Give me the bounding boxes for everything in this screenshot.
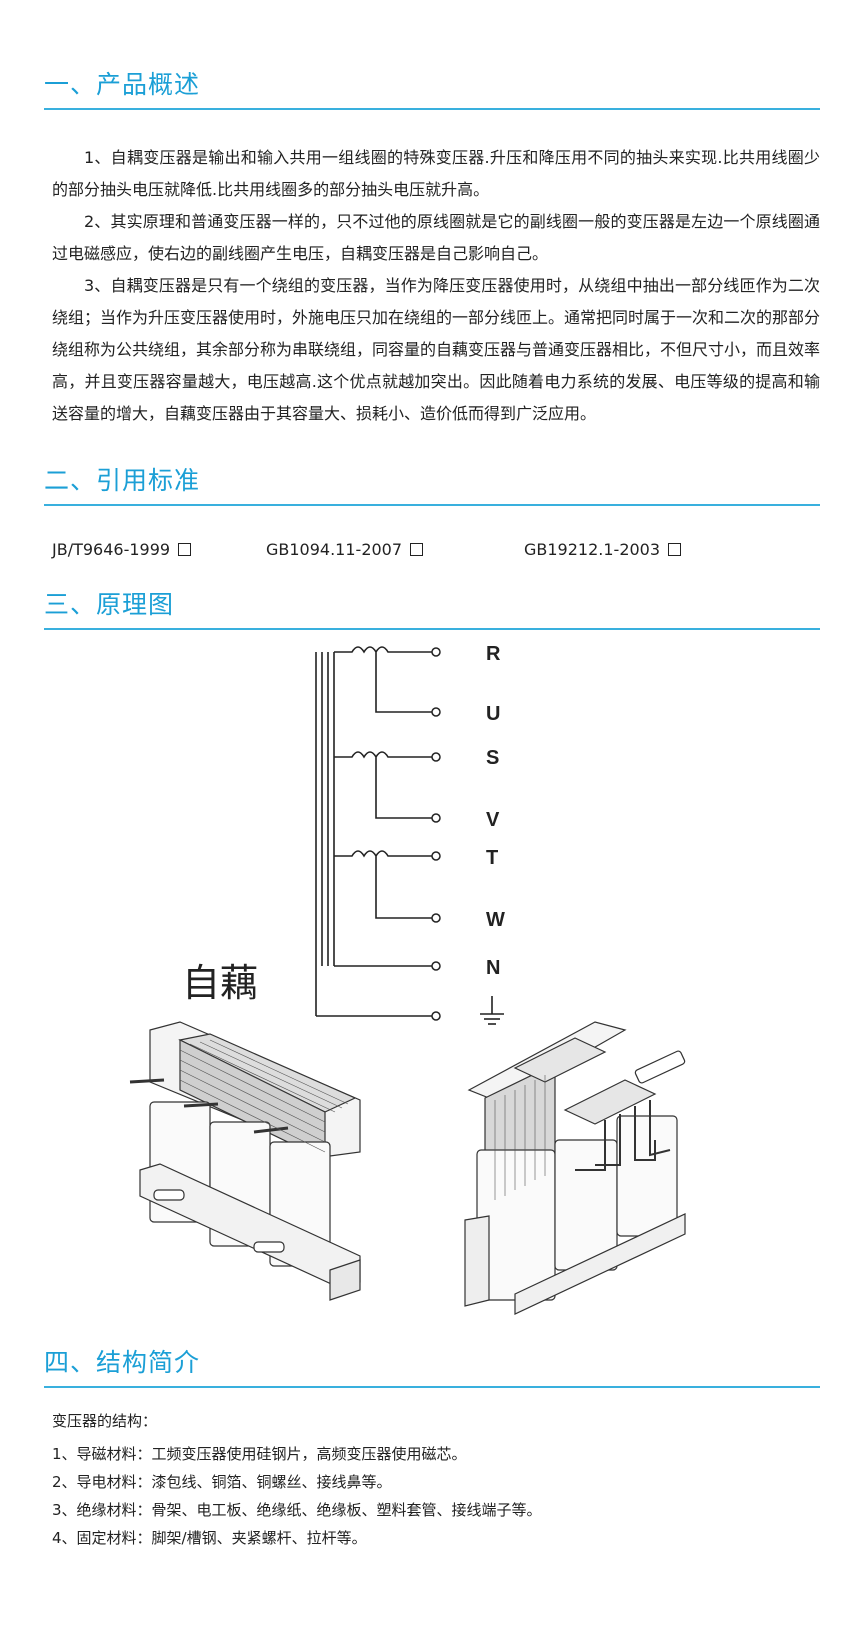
terminal-dot [431,851,441,861]
standard-item: GB19212.1-2003 [524,540,682,559]
standard-item: JB/T9646-1999 [52,540,192,559]
ground-icon [480,996,504,1025]
section-title-structure: 四、结构简介 [44,1348,820,1388]
winding-t-w [333,850,432,966]
transformer-illustration-right [464,1021,686,1315]
section-title-standards: 二、引用标准 [44,466,820,506]
standard-code: GB1094.11-2007 [266,540,403,559]
section-title-principle: 三、原理图 [44,590,820,630]
list-item: 2、导电材料：漆包线、铜箔、铜螺丝、接线鼻等。 [52,1473,392,1491]
terminal-dot [431,961,441,971]
winding-s-v [333,751,432,856]
terminal-label: V [486,809,500,831]
overview-paragraph-1: 1、自耦变压器是输出和输入共用一组线圈的特殊变压器.升压和降压用不同的抽头来实现… [52,148,820,199]
checkbox-icon [178,543,192,556]
terminal-dot [431,752,441,762]
standard-code: GB19212.1-2003 [524,540,661,559]
list-item: 1、导磁材料：工频变压器使用硅钢片，高频变压器使用磁芯。 [52,1445,467,1463]
terminal-dot [431,647,441,657]
overview-paragraph-2: 2、其实原理和普通变压器一样的，只不过他的原线圈就是它的副线圈一般的变压器是左边… [52,212,820,263]
schematic-diagram: R U S V T W N [315,643,505,1025]
terminal-label: N [486,957,500,979]
terminal-dot [431,813,441,823]
diagram-label: 自藕 [182,961,259,1005]
transformer-illustration-left [129,1021,361,1301]
standard-code: JB/T9646-1999 [52,540,171,559]
checkbox-icon [410,543,424,556]
terminal-label: U [486,703,500,725]
terminal-label: R [486,643,501,665]
list-item: 3、绝缘材料：骨架、电工板、绝缘纸、绝缘板、塑料套管、接线端子等。 [52,1501,542,1519]
standards-row: JB/T9646-1999 GB1094.11-2007 GB19212.1-2… [52,540,822,564]
terminal-label: S [486,747,499,769]
terminal-dot [431,707,441,717]
structure-intro: 变压器的结构： [52,1412,158,1430]
terminal-dot [431,1011,441,1021]
terminal-label: T [486,847,498,869]
list-item: 4、固定材料：脚架/槽钢、夹紧螺杆、拉杆等。 [52,1529,367,1547]
structure-list: 1、导磁材料：工频变压器使用硅钢片，高频变压器使用磁芯。 2、导电材料：漆包线、… [52,1440,542,1552]
standard-item: GB1094.11-2007 [266,540,424,559]
checkbox-icon [668,543,682,556]
terminal-label: W [486,909,505,931]
winding-r-u [333,646,432,757]
section-title-overview: 一、产品概述 [44,70,820,110]
overview-paragraph-3: 3、自耦变压器是只有一个绕组的变压器，当作为降压变压器使用时，从绕组中抽出一部分… [52,276,821,423]
terminal-dot [431,913,441,923]
